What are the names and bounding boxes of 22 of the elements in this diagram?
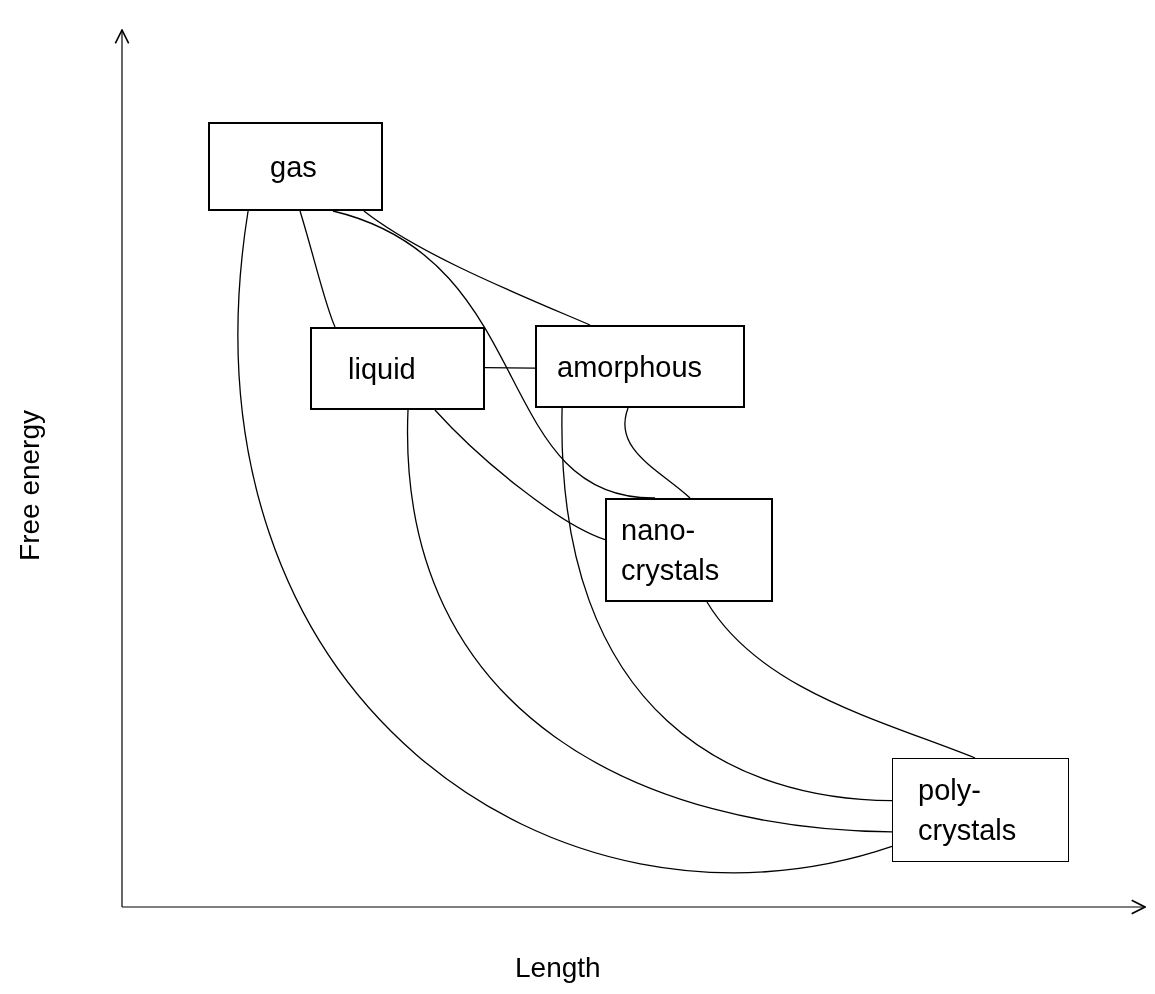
state-box	[535, 325, 745, 408]
connector-line	[484, 367, 536, 369]
state-label: liquid	[348, 351, 417, 387]
state-box	[208, 122, 383, 211]
state-box	[310, 327, 485, 410]
connector-line	[561, 407, 893, 802]
state-box	[605, 498, 773, 602]
state-label: nano-crystals	[621, 513, 721, 588]
connector-line	[299, 210, 336, 328]
state-label: amorphous	[557, 349, 704, 385]
state-box	[892, 758, 1069, 862]
connector-line	[407, 409, 893, 833]
axis-label: Free energy	[14, 410, 46, 561]
connector-line	[434, 409, 606, 541]
connector-line	[237, 210, 893, 874]
state-label: poly-crystals	[918, 773, 1018, 848]
connector-line	[624, 407, 691, 499]
axis-label: Length	[515, 952, 601, 984]
connector-line	[332, 210, 656, 499]
connector-line	[706, 601, 976, 759]
connector-line	[363, 210, 591, 326]
state-label: gas	[270, 149, 318, 185]
